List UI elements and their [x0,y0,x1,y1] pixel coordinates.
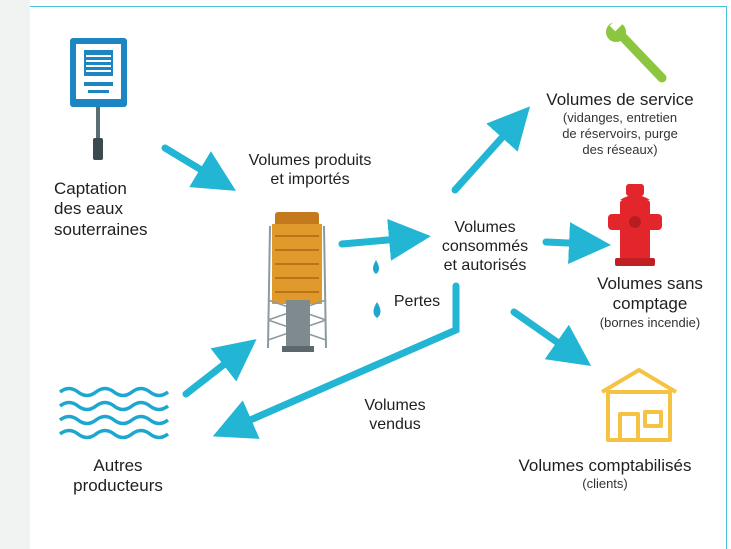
produits-label: Volumes produits et importés [225,151,395,189]
comptabilises-label: Volumes comptabilisés (clients) [480,456,730,492]
consommes-label: Volumes consommés et autorisés [425,218,545,276]
sans-comptage-line-1: Volumes sans [597,274,703,293]
service-detail-1: (vidanges, entretien [562,110,678,126]
captation-line-2: des eaux [54,199,123,219]
consommes-line-3: et autorisés [443,257,527,275]
autres-line-1: Autres [93,456,143,475]
service-label: Volumes de service (vidanges, entretien … [530,90,710,157]
comptabilises-title: Volumes comptabilisés [518,456,692,475]
consommes-line-1: Volumes [454,219,516,236]
captation-line-3: souterraines [54,219,148,239]
arrow-to-sans-comptage [542,222,611,265]
vendus-label: Volumes vendus [350,396,440,434]
pertes-label: Pertes [393,293,441,310]
service-detail-2: de réservoirs, purge [562,125,678,141]
produits-line-2: et importés [270,171,350,189]
diagram-frame [30,6,727,549]
arrow-vendus [212,282,460,439]
wrench-icon [606,18,667,83]
sans-comptage-line-2: comptage [612,294,688,314]
consommes-line-2: consommés [441,238,529,256]
vendus-line-2: vendus [369,416,421,434]
arrow-tower-to-consommes [338,218,431,261]
water-drops-icon [373,260,381,318]
flow-arrows [161,106,611,439]
autres-line-2: producteurs [73,476,163,496]
autres-label: Autres producteurs [48,456,188,497]
arrow-captation-to-produits [161,144,236,191]
left-margin-strip [0,0,30,549]
vendus-line-1: Volumes [364,397,426,414]
sans-comptage-label: Volumes sans comptage (bornes incendie) [575,274,725,330]
captation-line-1: Captation [54,179,127,198]
comptabilises-detail: (clients) [582,476,628,492]
borehole-sign-icon [70,38,127,160]
arrow-autres-to-tower [182,339,257,398]
arrow-to-comptabilises [510,308,592,367]
water-tower-icon [267,212,327,352]
produits-line-1: Volumes produits [248,152,372,169]
service-title: Volumes de service [546,90,694,109]
arrow-to-service [451,106,531,194]
fire-hydrant-icon [608,184,662,266]
house-icon [600,368,678,442]
service-detail-3: des réseaux) [582,141,658,157]
sans-comptage-detail: (bornes incendie) [599,314,701,330]
water-waves-icon [58,386,170,440]
captation-label: Captation des eaux souterraines [54,179,174,240]
